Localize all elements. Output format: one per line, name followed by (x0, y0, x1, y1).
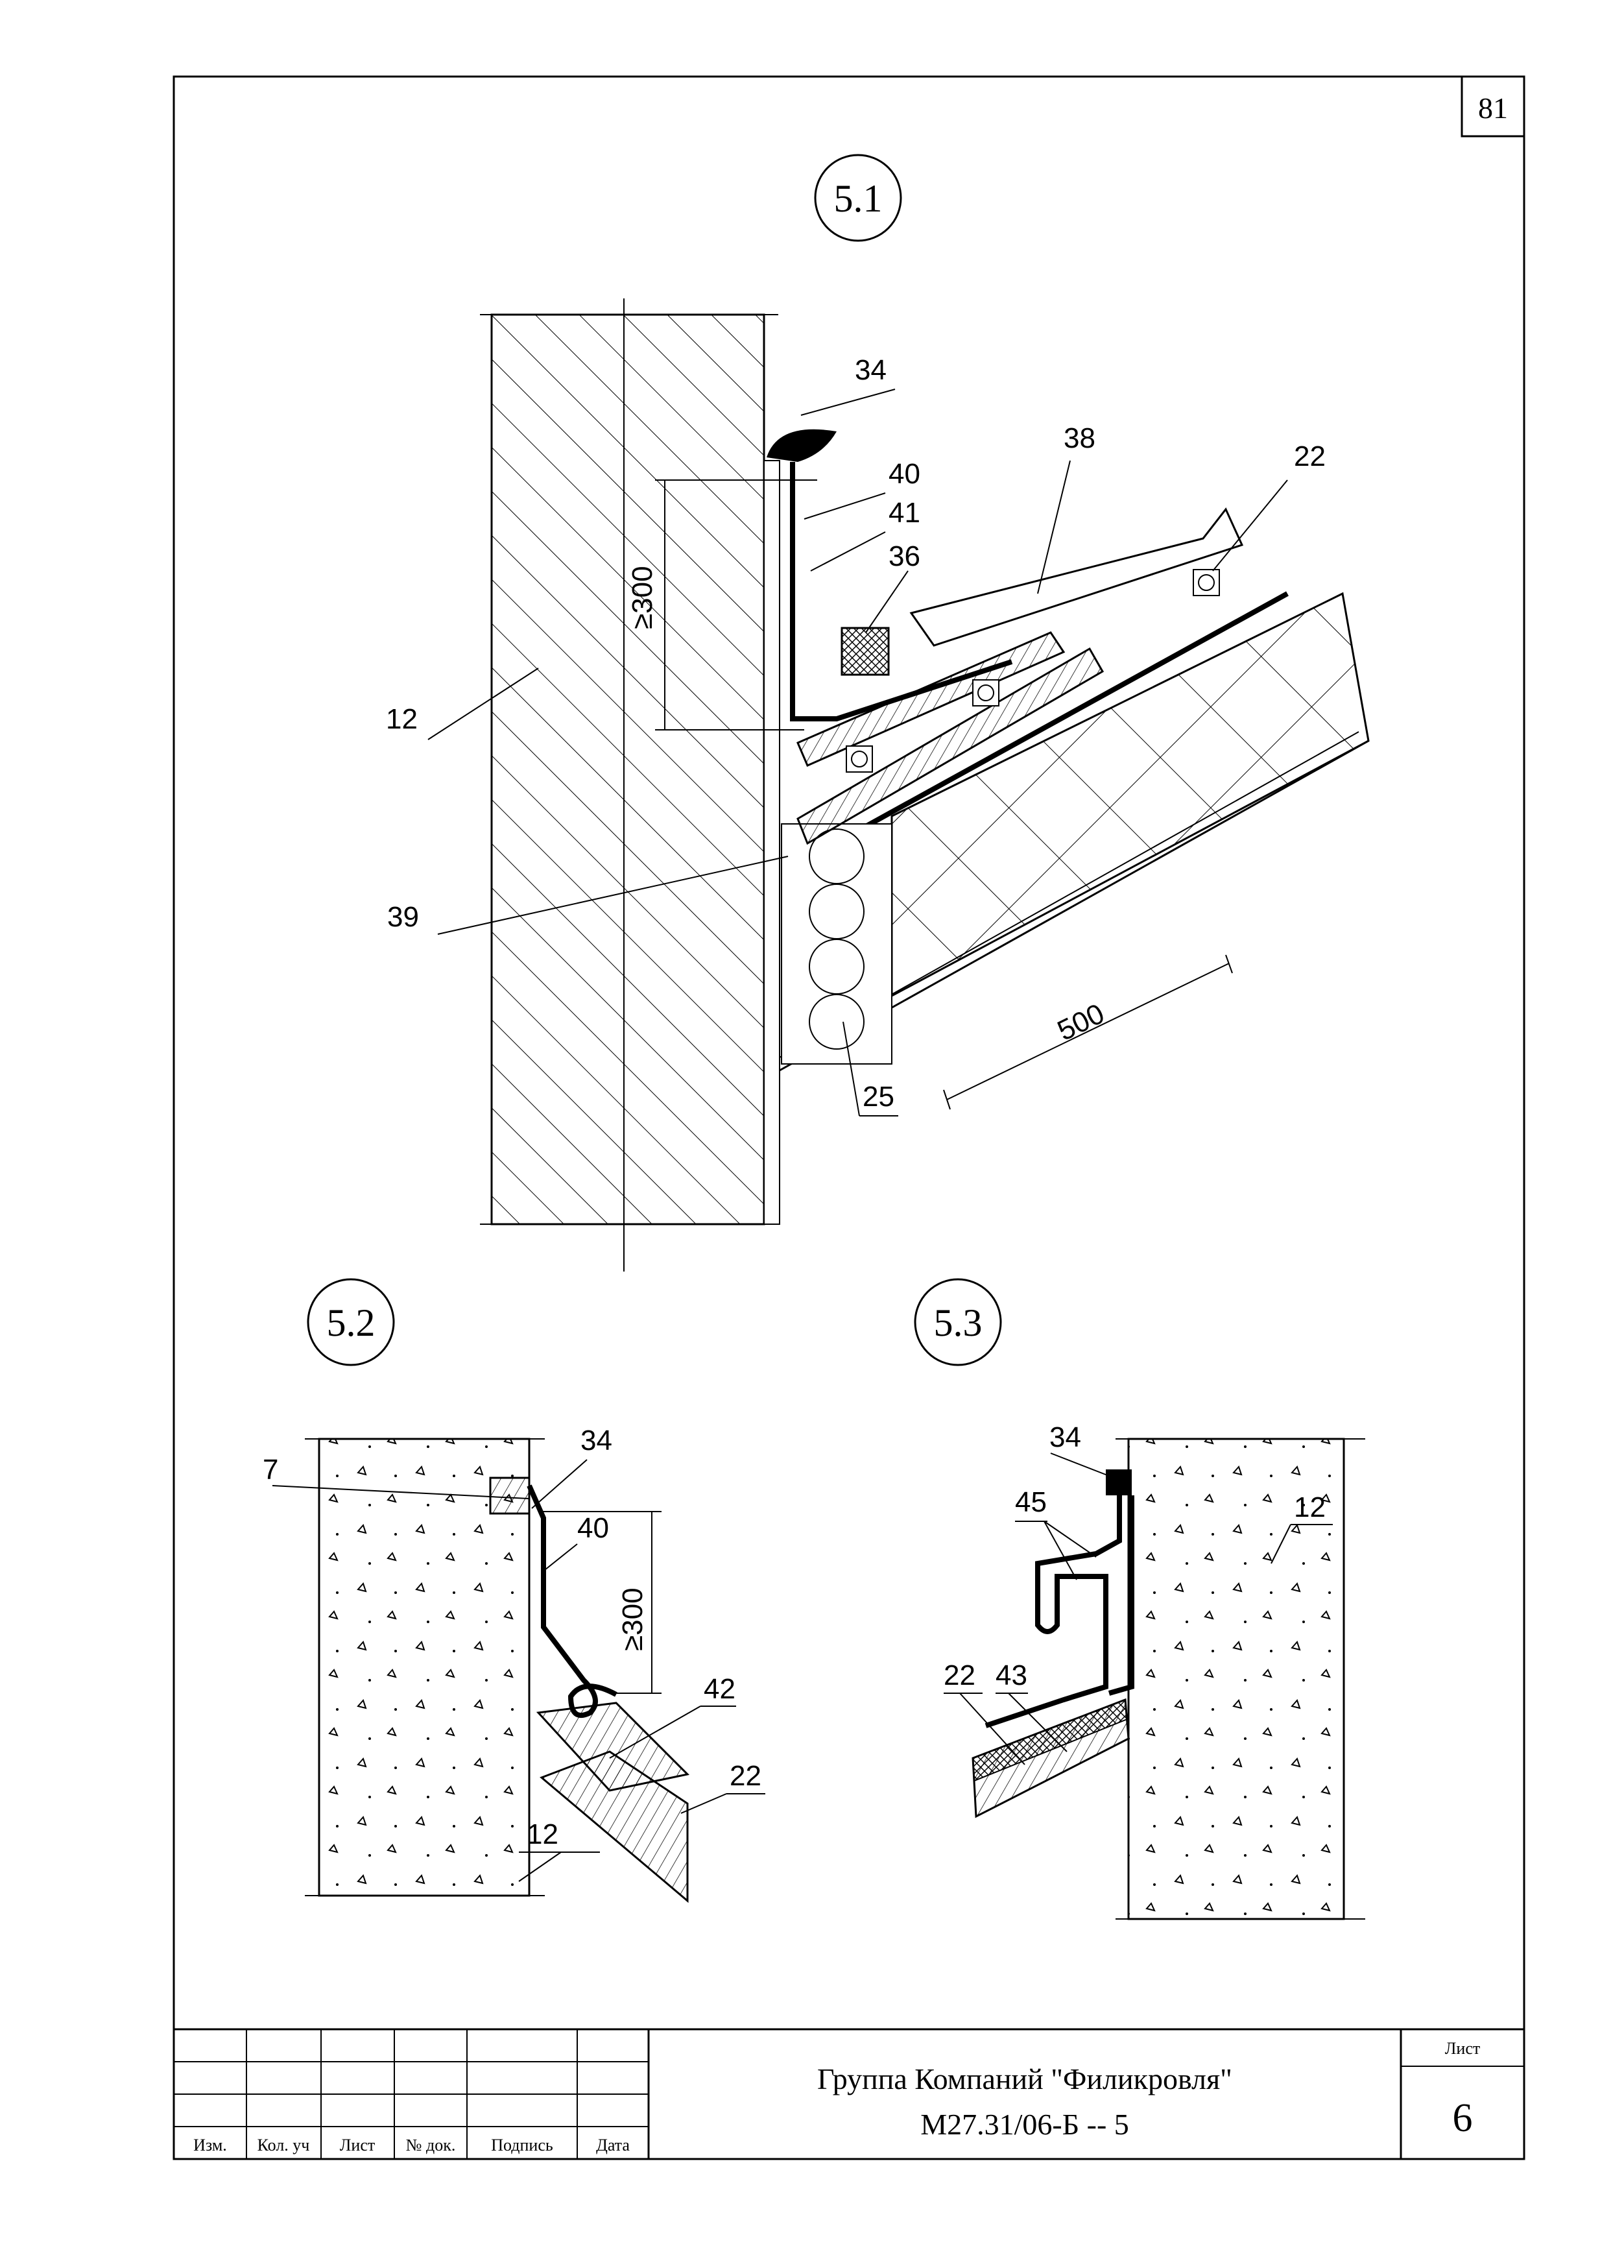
callout-12-5-3: 12 (1294, 1491, 1326, 1523)
detail-5-1-marker (814, 154, 902, 242)
callout-34-5-2: 34 (580, 1425, 612, 1456)
tb-col-doc-no: № док. (406, 2136, 456, 2154)
callout-34-5-3: 34 (1049, 1421, 1081, 1453)
callout-38-5-1: 38 (1064, 422, 1095, 454)
callout-43-5-3: 43 (996, 1659, 1027, 1691)
callout-22-5-2: 22 (730, 1760, 761, 1792)
detail-5-2: 5.2 ≥300 7 34 40 42 22 12 (263, 1278, 765, 1903)
dim-height-5-2: ≥300 (617, 1587, 649, 1651)
flashing-5-3 (985, 1495, 1122, 1728)
detail-5-3-label: 5.3 (934, 1301, 983, 1344)
mineral-wool-5-1 (781, 823, 892, 1065)
wall-5-2 (318, 1438, 531, 1897)
board-22-5-2 (540, 1750, 689, 1903)
tb-col-kol-uch: Кол. уч (257, 2136, 310, 2154)
callout-40-5-2: 40 (577, 1512, 609, 1544)
tb-col-izm: Изм. (193, 2136, 227, 2154)
corner-number-box (1461, 75, 1525, 138)
callout-22-5-1: 22 (1294, 440, 1326, 472)
tb-sheet-number: 6 (1453, 2096, 1473, 2140)
detail-5-1: 5.1 (386, 154, 1370, 1272)
callout-7-5-2: 7 (263, 1454, 278, 1486)
dim-height-5-1: ≥300 (627, 566, 658, 629)
callout-12-5-1: 12 (386, 703, 418, 735)
tb-document-code: М27.31/06-Б -- 5 (920, 2108, 1129, 2141)
callout-42-5-2: 42 (704, 1673, 735, 1705)
batten-7 (489, 1477, 531, 1515)
tb-col-date: Дата (596, 2136, 630, 2154)
detail-5-2-marker (307, 1278, 395, 1366)
tb-col-signature: Подпись (491, 2136, 553, 2154)
tb-sheet-label: Лист (1445, 2039, 1480, 2058)
corner-number: 81 (1478, 91, 1508, 125)
batten-36 (841, 627, 890, 676)
callout-34-5-1: 34 (855, 354, 887, 386)
detail-5-1-label: 5.1 (834, 177, 883, 220)
detail-5-3: 5.3 34 45 12 22 43 (914, 1278, 1365, 1920)
callout-22-5-3: 22 (944, 1659, 975, 1691)
callout-39-5-1: 39 (387, 901, 419, 933)
dim-slope-5-1: 500 (1053, 998, 1109, 1047)
wall-5-1 (490, 313, 765, 1225)
plank-board-5-1 (796, 631, 1066, 767)
title-block: Изм. Кол. уч Лист № док. Подпись Дата Гр… (173, 2028, 1525, 2160)
callout-25-5-1: 25 (863, 1081, 894, 1113)
callout-45-5-3: 45 (1015, 1486, 1047, 1518)
callout-36-5-1: 36 (889, 540, 920, 572)
board-43-5-3 (972, 1698, 1128, 1782)
detail-5-3-marker (914, 1278, 1002, 1366)
wall-5-3 (1127, 1438, 1345, 1920)
callout-40-5-1: 40 (889, 458, 920, 490)
detail-5-2-label: 5.2 (327, 1301, 376, 1344)
insulation-5-1 (890, 592, 1370, 998)
callout-41-5-1: 41 (889, 497, 920, 529)
sealant-bead-5-1 (767, 429, 837, 462)
sealant-5-3 (1106, 1469, 1132, 1495)
callout-12-5-2: 12 (527, 1818, 558, 1850)
tb-company: Группа Компаний "Филикровля" (817, 2062, 1232, 2095)
board-38 (909, 507, 1244, 647)
tb-col-list: Лист (340, 2136, 375, 2154)
